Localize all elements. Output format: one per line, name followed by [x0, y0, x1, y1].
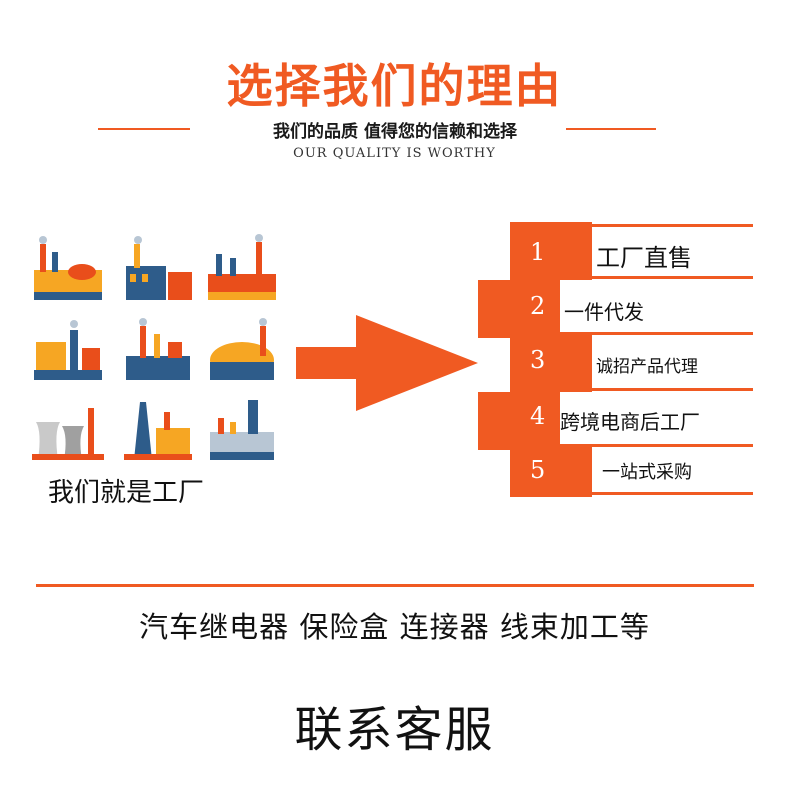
page-title: 选择我们的理由 [226, 59, 563, 113]
reason-label: 一站式采购 [602, 462, 692, 483]
subtitle-right-line [566, 128, 656, 130]
factory-icon [120, 312, 196, 384]
reason-label: 一件代发 [564, 300, 644, 324]
factory-icon [30, 232, 106, 304]
reasons-list: 1 工厂直售 2 一件代发 3 诚招产品代理 4 跨境电商后工厂 5 一站式采购 [478, 222, 753, 497]
factory-caption: 我们就是工厂 [48, 478, 205, 508]
subtitle-row: 我们的品质 值得您的信赖和选择 [0, 117, 789, 142]
subtitle: 我们的品质 值得您的信赖和选择 [273, 122, 517, 142]
arrow-right-icon [296, 315, 478, 411]
reasons-background [478, 222, 753, 497]
factory-icon [30, 392, 106, 464]
factory-icon [30, 312, 106, 384]
reason-label: 跨境电商后工厂 [560, 410, 700, 434]
reason-label: 诚招产品代理 [596, 357, 698, 377]
english-tagline: OUR QUALITY IS WORTHY [293, 146, 496, 161]
products-line: 汽车继电器 保险盒 连接器 线束加工等 [139, 610, 650, 644]
reason-number: 1 [530, 238, 546, 266]
reason-number: 5 [530, 456, 546, 484]
reason-label: 工厂直售 [596, 244, 692, 272]
section-divider [36, 584, 754, 587]
reason-number: 2 [530, 292, 546, 320]
contact-service-button[interactable]: 联系客服 [294, 702, 495, 758]
reason-number: 4 [530, 402, 546, 430]
factory-icon [120, 392, 196, 464]
reason-number: 3 [530, 346, 546, 374]
factory-icon [204, 392, 280, 464]
factory-grid [30, 232, 280, 464]
subtitle-left-line [98, 128, 190, 130]
factory-icon [120, 232, 196, 304]
factory-icon [204, 232, 280, 304]
factory-icon [204, 312, 280, 384]
